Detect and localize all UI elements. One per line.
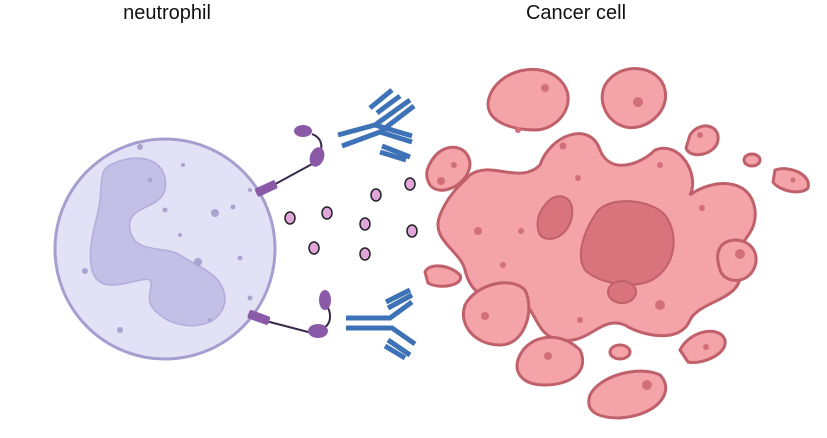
cancer-nuclei (536, 195, 675, 304)
cancer-cells (423, 67, 810, 420)
receptor-bottom (247, 290, 331, 338)
antibody-bottom (346, 287, 417, 361)
cancer-cell-label: Cancer cell (525, 2, 627, 24)
antibody-top (337, 88, 416, 163)
receptor-top (254, 125, 325, 197)
neutrophil (53, 137, 277, 361)
neutrophil-label: neutrophil (123, 2, 211, 24)
cancer-granules (437, 84, 796, 390)
granules (284, 177, 418, 261)
